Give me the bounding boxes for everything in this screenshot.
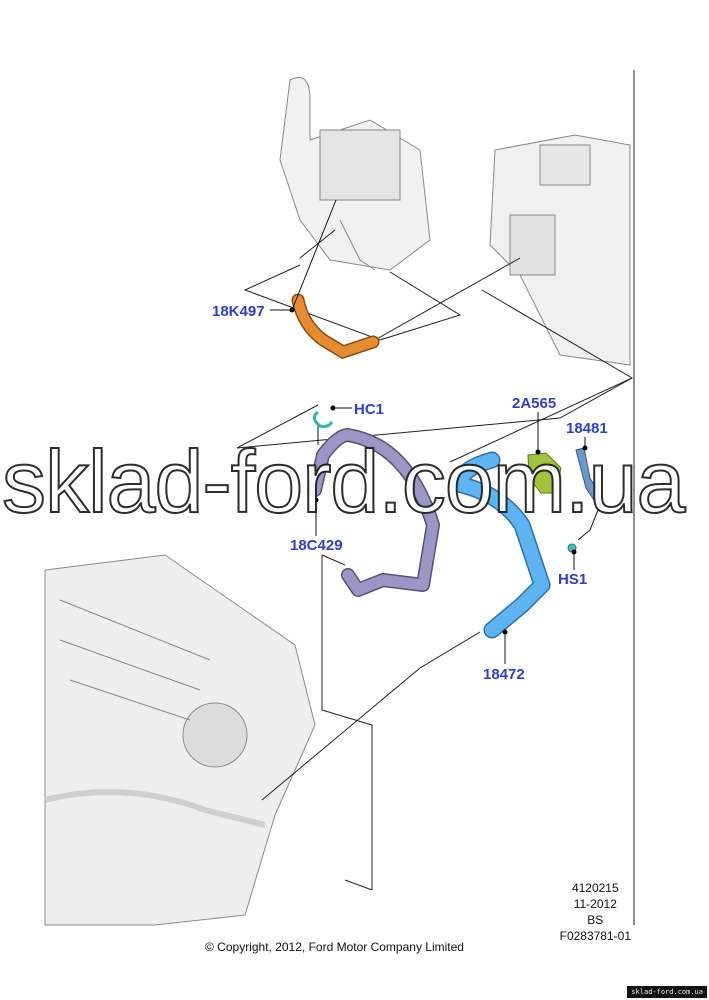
illustration-code: BS <box>587 913 604 927</box>
label-2A565: 2A565 <box>512 395 556 412</box>
illustration-meta: 4120215 11-2012 BS F0283781-01 <box>560 880 631 944</box>
part-18472-hose <box>452 451 551 639</box>
label-18481: 18481 <box>566 420 608 437</box>
watermark-badge: sklad-ford.com.ua <box>627 986 707 998</box>
illustration-date: 11-2012 <box>573 897 617 911</box>
label-18C429: 18C429 <box>290 537 343 554</box>
part-HC1-clip <box>313 410 334 428</box>
label-HC1: HC1 <box>354 401 384 418</box>
auxiliary-heater <box>279 77 431 271</box>
part-18K497-hose <box>291 293 380 360</box>
copyright-text: © Copyright, 2012, Ford Motor Company Li… <box>205 940 464 954</box>
label-18472: 18472 <box>483 666 525 683</box>
watermark: sklad-ford.com.ua <box>1 432 686 531</box>
callout-leaders <box>270 199 601 664</box>
hvac-housing <box>489 134 631 366</box>
label-HS1: HS1 <box>558 571 587 588</box>
leader-frames <box>236 229 634 891</box>
part-18C429-hose <box>308 428 440 597</box>
figure-id: F0283781-01 <box>559 929 631 943</box>
engine-block <box>44 554 316 926</box>
illustration-number: 4120215 <box>571 881 619 895</box>
label-18K497: 18K497 <box>212 303 265 320</box>
part-2A565-bracket <box>527 452 562 494</box>
